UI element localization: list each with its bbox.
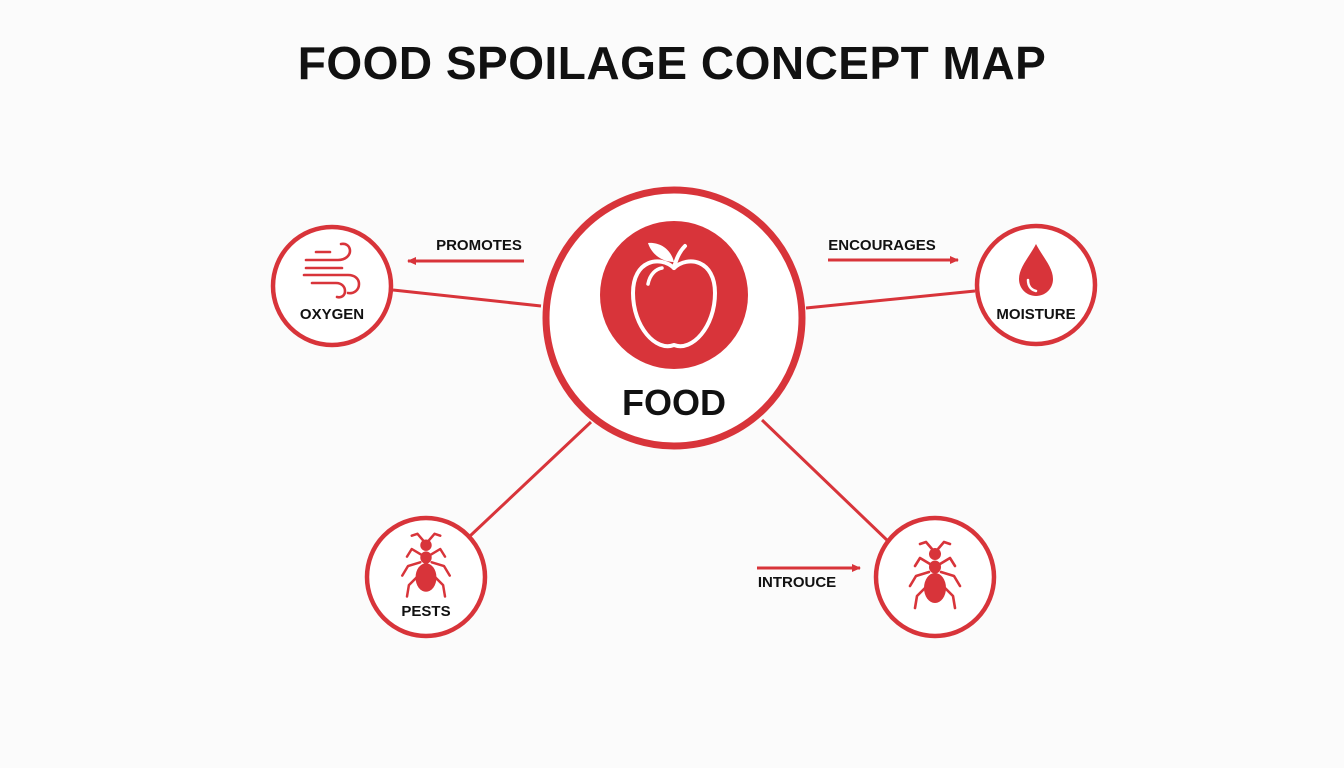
edge-label: INTROUCE <box>758 574 836 591</box>
wind-icon <box>302 242 361 299</box>
connector-food-moisture <box>805 289 976 310</box>
connector-food-oxygen <box>392 288 542 308</box>
connector-food-pests-2 <box>760 418 892 545</box>
edge-introuce: INTROUCE <box>757 564 861 591</box>
node-pests: PESTS <box>364 515 488 639</box>
node-label: FOOD <box>622 382 726 423</box>
node-label: PESTS <box>401 603 450 620</box>
edge-promotes: PROMOTES <box>407 237 524 265</box>
node-label: MOISTURE <box>996 306 1075 323</box>
page-title: FOOD SPOILAGE CONCEPT MAP <box>297 37 1047 89</box>
node-label: OXYGEN <box>300 306 364 323</box>
connector-food-pests <box>468 420 593 538</box>
edge-encourages: ENCOURAGES <box>828 237 959 264</box>
apple-icon <box>631 242 717 349</box>
node-pests-2 <box>873 515 997 639</box>
node-moisture: MOISTURE <box>974 223 1098 347</box>
node-oxygen: OXYGEN <box>270 224 394 348</box>
edge-label: ENCOURAGES <box>828 237 936 254</box>
node-food: FOOD <box>542 186 806 450</box>
edge-label: PROMOTES <box>436 237 522 254</box>
water-drop-icon <box>1019 244 1053 296</box>
